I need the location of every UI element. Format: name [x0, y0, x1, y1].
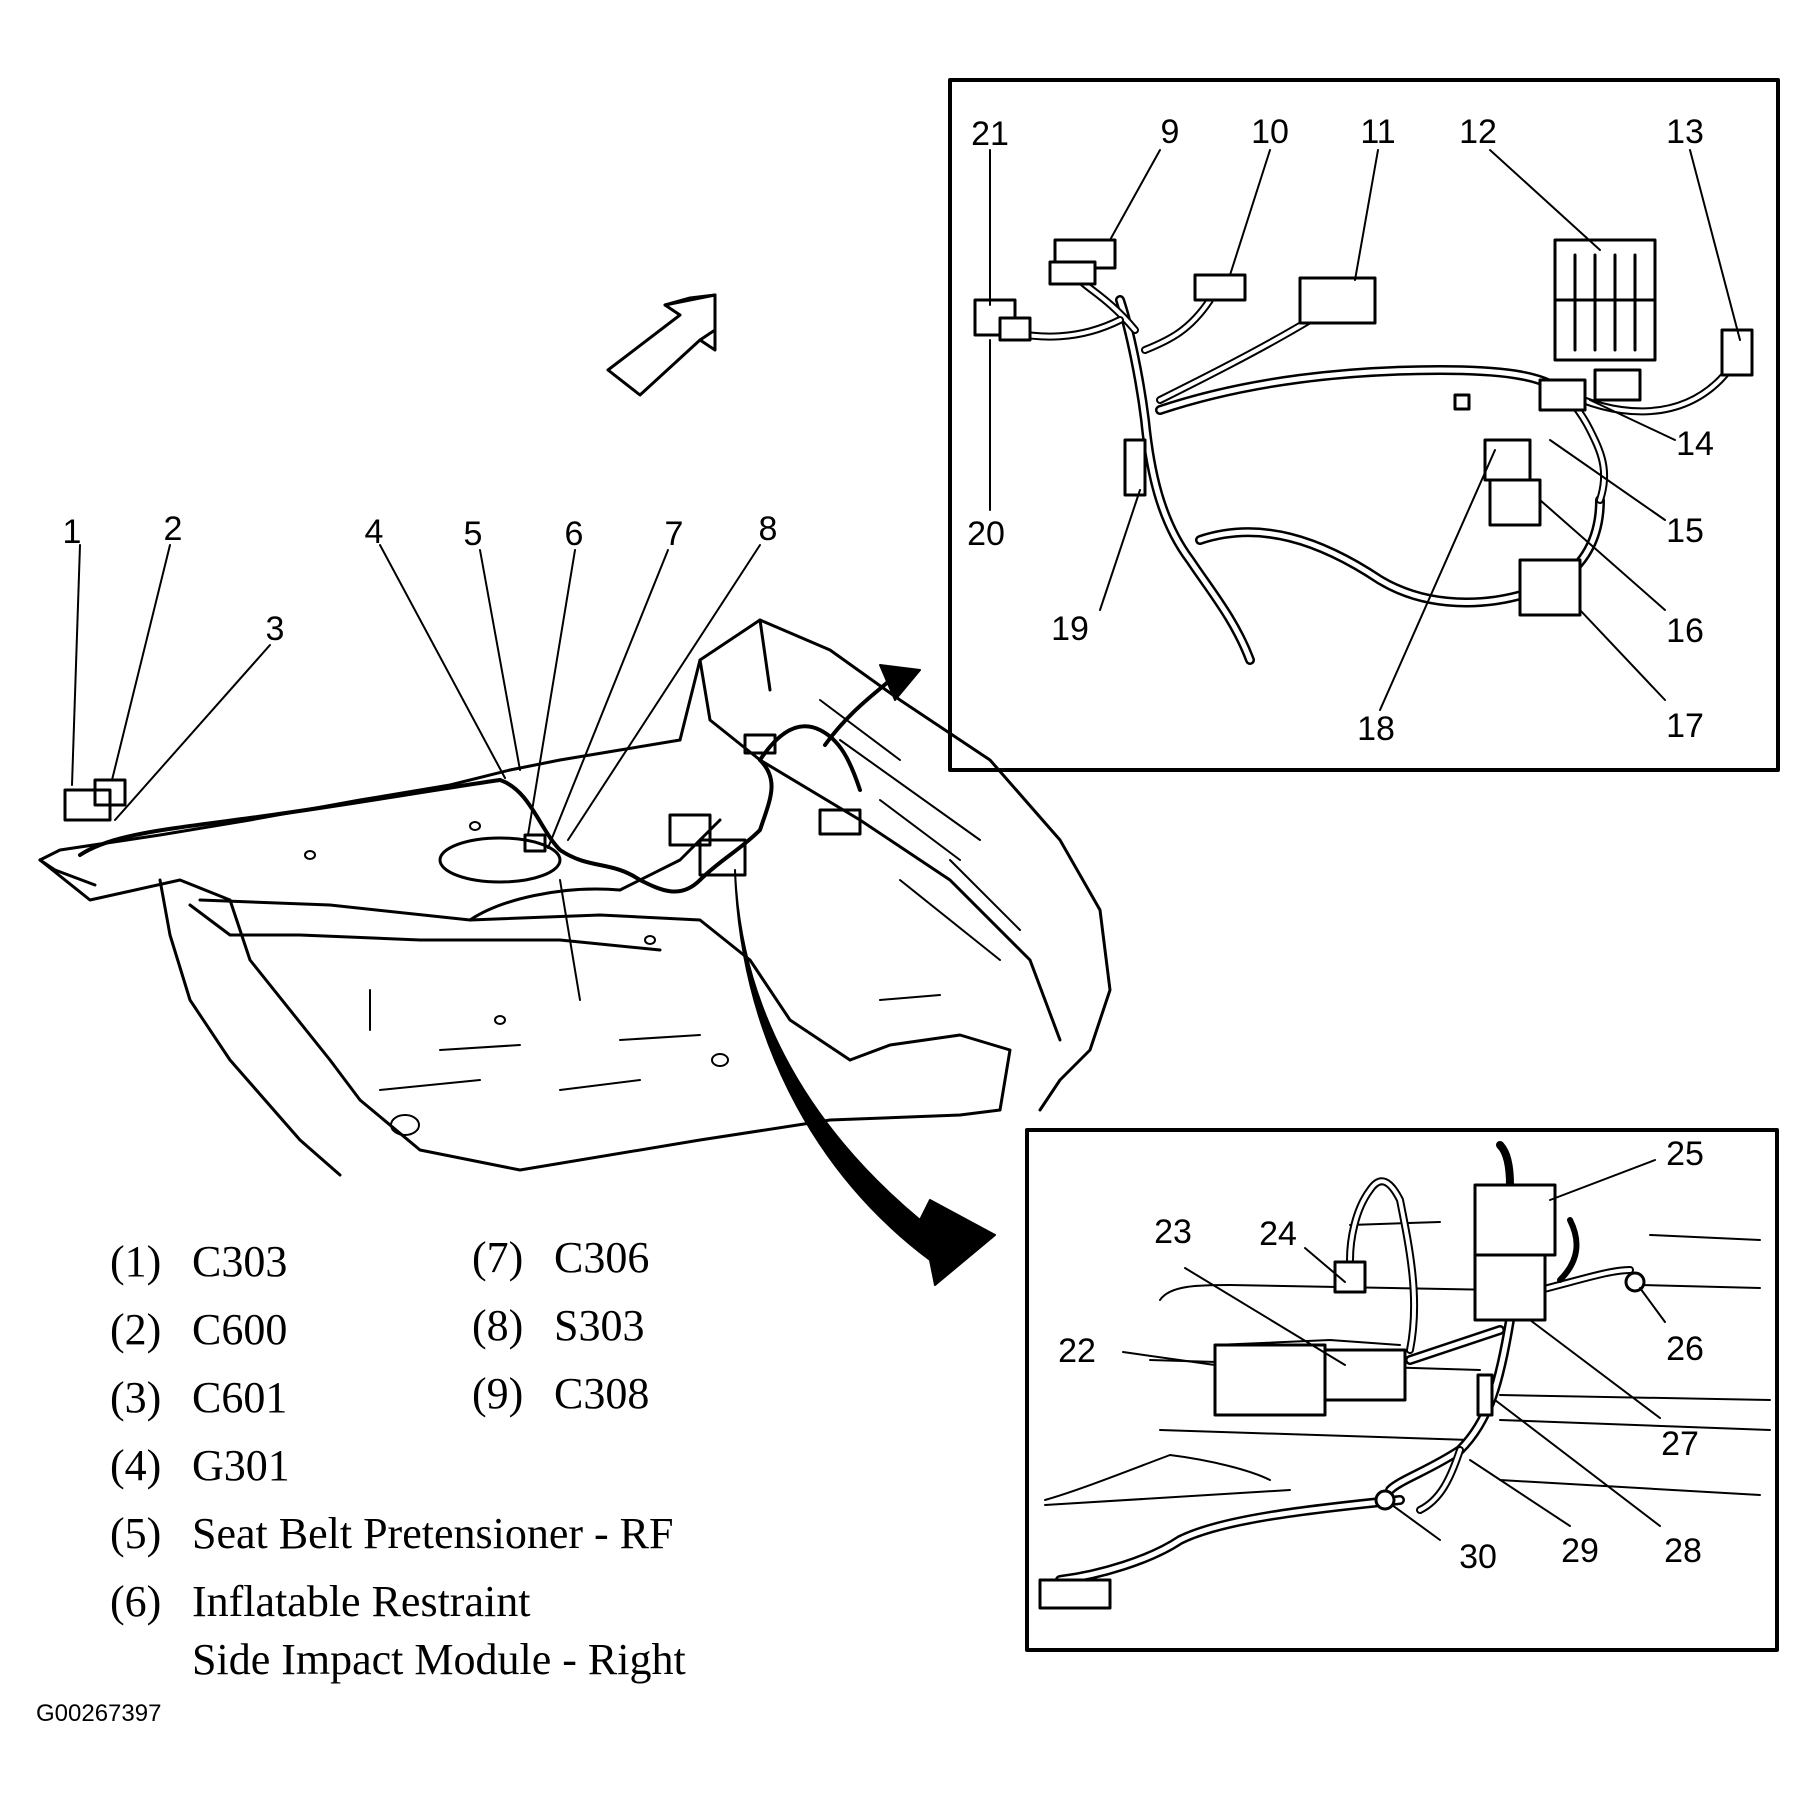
legend-item-3: (3) C601	[110, 1376, 287, 1420]
callout-23: 23	[1154, 1213, 1192, 1251]
legend-label: C601	[192, 1373, 288, 1422]
callout-28: 28	[1664, 1532, 1702, 1570]
legend-label: C308	[554, 1369, 650, 1418]
callout-26: 26	[1666, 1330, 1704, 1368]
callout-24: 24	[1259, 1215, 1297, 1253]
legend-item-7: (7) C306	[472, 1236, 649, 1280]
bottom-inset-harness	[1038, 1141, 1771, 1610]
legend-item-6: (6) Inflatable Restraint	[110, 1580, 530, 1624]
legend-label: Seat Belt Pretensioner - RF	[192, 1509, 674, 1558]
callout-10: 10	[1251, 113, 1289, 151]
legend-item-6-continued: Side Impact Module - Right	[110, 1638, 686, 1682]
top-inset-leader-lines	[989, 149, 1741, 711]
callout-5: 5	[464, 515, 483, 553]
callout-4: 4	[365, 513, 384, 551]
bottom-inset-leader-lines	[1122, 1159, 1666, 1541]
callout-22: 22	[1058, 1332, 1096, 1370]
callout-17: 17	[1666, 707, 1704, 745]
legend-number: (9)	[472, 1369, 524, 1418]
legend-item-4: (4) G301	[110, 1444, 290, 1488]
legend-item-9: (9) C308	[472, 1372, 649, 1416]
legend-label: C600	[192, 1305, 288, 1354]
legend-number: (2)	[110, 1305, 162, 1354]
callout-2: 2	[164, 510, 183, 548]
legend-label: C303	[192, 1237, 288, 1286]
forward-direction-arrow	[606, 293, 717, 397]
figure-id: G00267397	[36, 1700, 162, 1727]
callout-16: 16	[1666, 612, 1704, 650]
callout-7: 7	[665, 515, 684, 553]
callout-19: 19	[1051, 610, 1089, 648]
main-leader-lines	[71, 544, 761, 849]
callout-18: 18	[1357, 710, 1395, 748]
callout-3: 3	[266, 610, 285, 648]
legend-number: (5)	[110, 1509, 162, 1558]
legend-number: (7)	[472, 1233, 524, 1282]
callout-1: 1	[63, 513, 82, 551]
arrow-to-bottom-inset	[734, 869, 996, 1286]
callout-25: 25	[1666, 1135, 1704, 1173]
legend-item-8: (8) S303	[472, 1304, 644, 1348]
bottom-inset-frame	[1025, 1128, 1779, 1652]
callout-27: 27	[1661, 1425, 1699, 1463]
callout-14: 14	[1676, 425, 1714, 463]
legend-number: (3)	[110, 1373, 162, 1422]
legend-item-1: (1) C303	[110, 1240, 287, 1284]
arrow-to-top-inset	[823, 664, 921, 747]
callout-13: 13	[1666, 113, 1704, 151]
callout-11: 11	[1360, 113, 1395, 151]
legend-item-5: (5) Seat Belt Pretensioner - RF	[110, 1512, 674, 1556]
legend-label: Side Impact Module - Right	[192, 1635, 686, 1684]
legend-number: (1)	[110, 1237, 162, 1286]
callout-12: 12	[1459, 113, 1497, 151]
callout-15: 15	[1666, 512, 1704, 550]
callout-20: 20	[967, 515, 1005, 553]
legend-label: S303	[554, 1301, 645, 1350]
callout-8: 8	[759, 510, 778, 548]
legend-number: (4)	[110, 1441, 162, 1490]
legend-item-2: (2) C600	[110, 1308, 287, 1352]
top-inset-callouts: 9 10 11 12 13 14 15 16 17 18 19 20 21	[967, 113, 1714, 748]
callout-30: 30	[1459, 1538, 1497, 1576]
main-callouts: 1 2 3 4 5 6 7 8	[63, 510, 778, 648]
legend-number: (8)	[472, 1301, 524, 1350]
top-inset-frame	[948, 78, 1780, 772]
legend-label: C306	[554, 1233, 650, 1282]
legend-label: Inflatable Restraint	[192, 1577, 531, 1626]
floor-pan-illustration	[38, 618, 1112, 1177]
legend-label: G301	[192, 1441, 290, 1490]
callout-21: 21	[971, 115, 1009, 153]
bottom-inset-callouts: 22 23 24 25 26 27 28 29 30	[1058, 1135, 1704, 1576]
callout-29: 29	[1561, 1532, 1599, 1570]
callout-9: 9	[1161, 113, 1180, 151]
top-inset-harness	[973, 238, 1754, 665]
callout-6: 6	[565, 515, 584, 553]
legend-number: (6)	[110, 1577, 162, 1626]
